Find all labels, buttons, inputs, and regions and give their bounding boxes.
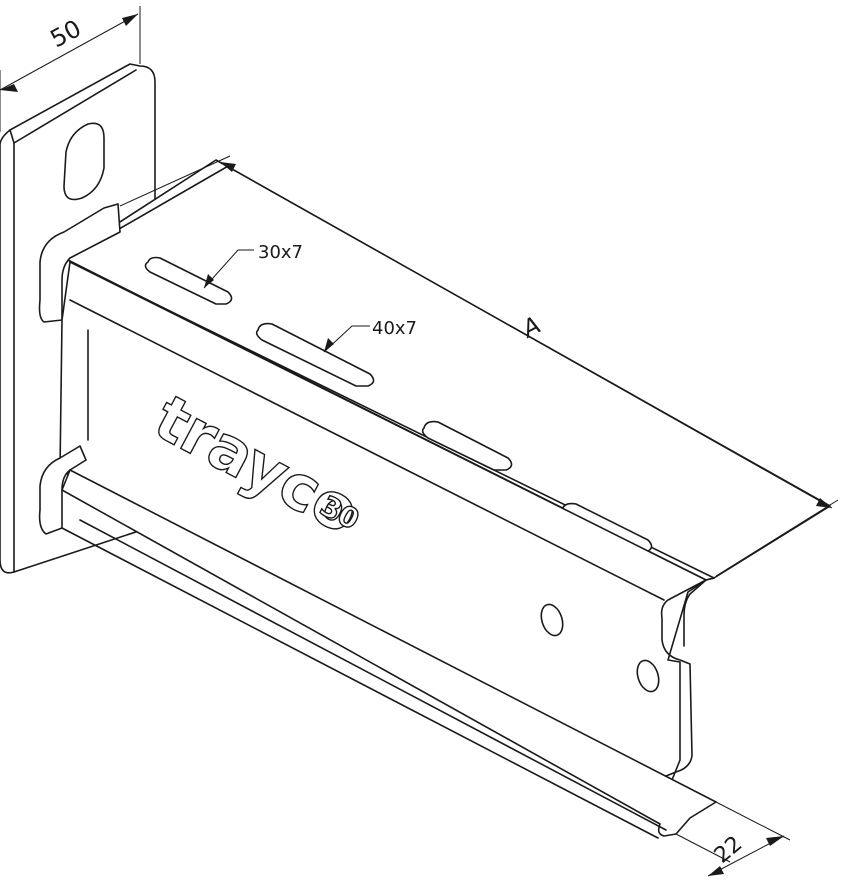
bolt-hole-2	[636, 659, 660, 693]
callout-30x7-label: 30x7	[258, 242, 303, 263]
arm-bottom-flange	[61, 469, 717, 839]
arm-top-flange	[63, 159, 831, 581]
arm-root-upper	[38, 203, 121, 323]
mounting-slot	[63, 122, 105, 201]
slot-40x7-1	[255, 322, 375, 387]
slot-40x7-2	[421, 420, 513, 471]
slot-30x7	[144, 256, 233, 305]
callout-40x7: 40x7	[323, 318, 417, 353]
arm-root-lower	[38, 445, 87, 535]
bolt-hole-1	[540, 603, 564, 637]
dimension-22-label: 22	[710, 831, 748, 868]
callout-40x7-label: 40x7	[372, 318, 417, 339]
dimension-50-label: 50	[46, 14, 86, 53]
callout-30x7: 30x7	[203, 242, 303, 289]
